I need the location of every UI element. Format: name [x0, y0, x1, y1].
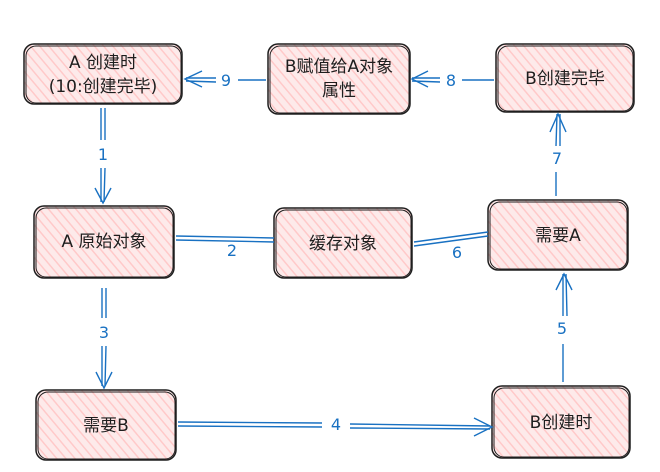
node-need-a: 需要A [487, 199, 629, 271]
edge-6-label: 6 [452, 243, 462, 262]
node-a-create-line1: A 创建时 [69, 53, 137, 73]
node-a-raw: A 原始对象 [33, 205, 175, 279]
edge-2-label: 2 [227, 241, 237, 260]
node-a-raw-line1: A 原始对象 [61, 232, 146, 252]
node-need-b-line1: 需要B [83, 416, 129, 436]
node-a-create-line2: (10:创建完毕) [49, 77, 158, 97]
node-need-a-line1: 需要A [535, 226, 581, 246]
edge-1 [94, 108, 112, 205]
edge-5-label: 5 [557, 319, 567, 338]
edge-4 [177, 417, 494, 437]
node-b-assign: B赋值给A对象 属性 [267, 43, 411, 115]
node-cache: 缓存对象 [273, 207, 413, 279]
edge-4-label: 4 [331, 415, 341, 434]
edge-9-label: 9 [221, 71, 231, 90]
edge-2 [175, 235, 275, 243]
node-cache-line1: 缓存对象 [309, 234, 377, 254]
edge-6 [413, 231, 489, 247]
edge-7-label: 7 [552, 149, 562, 168]
node-b-create-line1: B创建时 [530, 413, 593, 433]
edge-1-label: 1 [98, 145, 108, 164]
edge-3 [95, 288, 113, 390]
edge-3-label: 3 [99, 323, 109, 342]
edge-9 [183, 70, 266, 88]
edge-8 [410, 70, 494, 88]
node-b-done-line1: B创建完毕 [525, 69, 605, 89]
node-b-assign-line2: 属性 [322, 81, 356, 101]
node-b-done: B创建完毕 [495, 43, 635, 113]
node-need-b: 需要B [35, 389, 177, 461]
node-b-assign-line1: B赋值给A对象 [285, 57, 393, 77]
node-a-create: A 创建时 (10:创建完毕) [23, 43, 183, 105]
node-b-create: B创建时 [491, 385, 631, 459]
edge-7 [549, 112, 567, 196]
edge-5 [555, 272, 573, 382]
edge-8-label: 8 [446, 71, 456, 90]
